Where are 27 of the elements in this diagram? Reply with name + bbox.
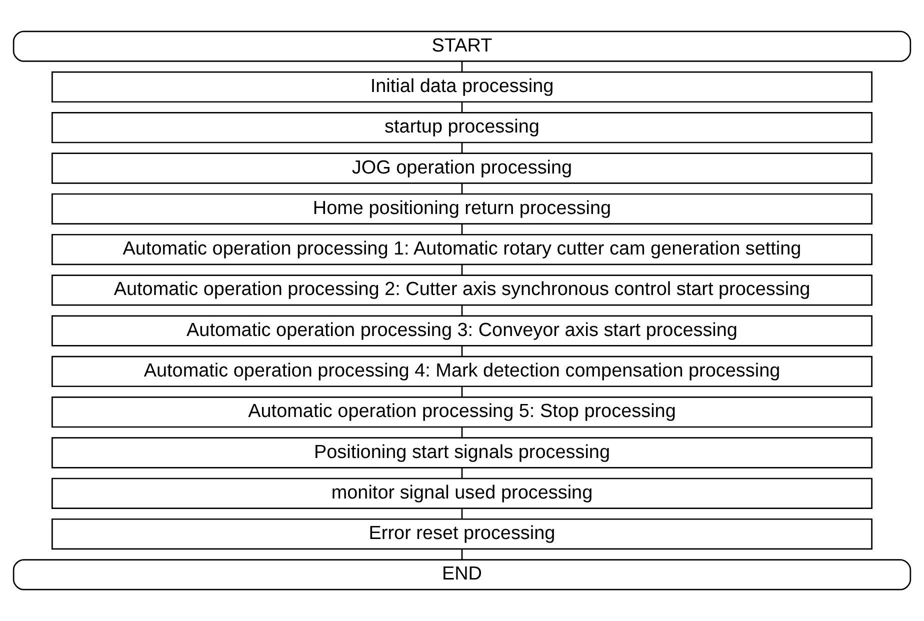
node-box: Automatic operation processing 5: Stop processing [52,396,872,428]
node-box: Automatic operation processing 1: Automatic rotary cutter cam generation setting [52,234,872,266]
connector [461,102,463,112]
node-box: monitor signal used processing [52,478,872,509]
connector [461,427,463,438]
node-box: startup processing [52,112,872,144]
connector [461,549,463,560]
connector [461,346,463,356]
node-box: Error reset processing [52,518,872,550]
connector [461,386,463,397]
node-box: Initial data processing [52,71,872,103]
node-box: Positioning start signals processing [52,437,872,468]
node-box: END [12,559,912,590]
connector [461,183,463,194]
node-box: Automatic operation processing 3: Conveyor axis start processing [52,315,872,346]
connector [461,468,463,478]
connector [461,305,463,316]
node-box: START [12,30,912,62]
connector [461,508,463,519]
node-box: JOG operation processing [52,152,872,184]
connector [461,142,463,154]
node-box: Automatic operation processing 2: Cutter axis synchronous control start processing [52,274,872,306]
node-box: Automatic operation processing 4: Mark detection compensation processing [52,356,872,388]
connector [461,264,463,276]
node-box: Home positioning return processing [52,193,872,224]
connector [461,61,463,72]
connector [461,224,463,234]
